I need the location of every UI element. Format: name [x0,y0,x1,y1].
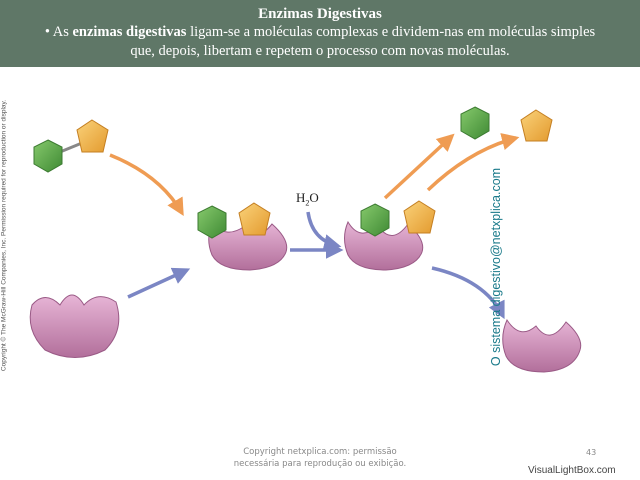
hexagon-bound [197,205,227,239]
footer-line-2: necessária para reprodução ou exibição. [233,459,407,469]
copyright-vertical: Copyright © The McGraw-Hill Companies, I… [0,99,8,372]
enzyme-released [502,318,582,373]
pentagon-split [403,200,436,234]
page-number: 43 [586,448,597,457]
footer-line-1: Copyright netxplica.com: permissão [243,447,397,457]
pentagon-released [520,109,553,142]
pentagon-bound [238,202,271,236]
bullet-line-1: • As enzimas digestivas ligam-se a moléc… [0,23,640,42]
arrow-release-pentagon [426,133,520,192]
hexagon-split [360,203,390,237]
enzyme-hydrolysis-complex [344,200,436,271]
arrow-water-input [306,211,342,252]
watermark-vertical: O sistema digestivo@netxplica.com [489,167,503,367]
footer-copyright: Copyright netxplica.com: permissão neces… [200,446,440,470]
arrow-substrate-to-complex [109,153,184,217]
bullet-line-2: que, depois, libertam e repetem o proces… [130,43,510,59]
hexagon-released [460,106,490,140]
arrow-release-hexagon [383,133,455,200]
enzyme-substrate-complex [197,202,288,271]
water-label: H2O [296,190,319,208]
bond-line [59,141,83,154]
pentagon-molecule [76,119,109,153]
hexagon-molecule [33,139,63,173]
brand-link[interactable]: VisualLightBox.com [528,465,616,476]
bullet-text-post: ligam-se a moléculas complexas e dividem… [186,24,596,40]
arrow-enzyme-release [431,266,505,320]
bullet-text-bold: enzimas digestivas [72,24,187,40]
enzyme-free [29,294,120,358]
bullet-text-pre: • As [44,24,73,40]
arrow-enzyme-to-complex [127,267,191,299]
slide-title: Enzimas Digestivas [258,6,382,22]
slide-header: Enzimas Digestivas • As enzimas digestiv… [0,0,640,67]
substrate-molecule [33,119,109,173]
